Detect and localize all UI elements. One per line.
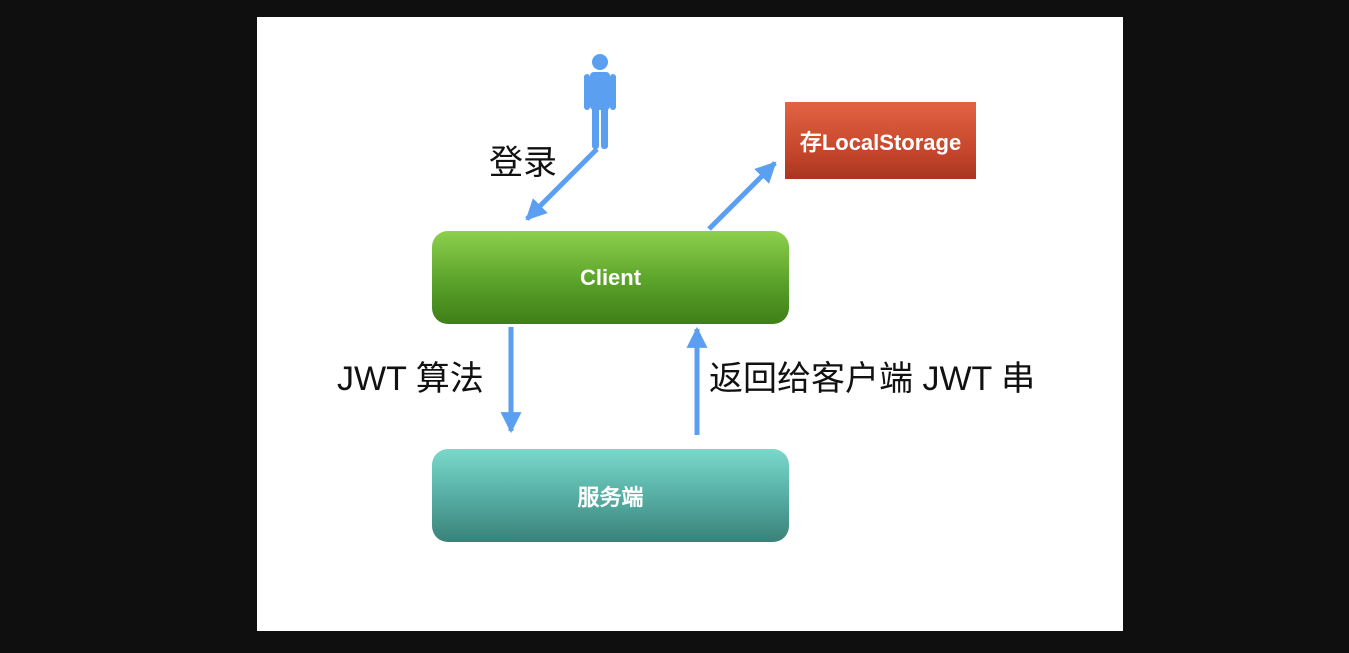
server-node-label: 服务端 (577, 484, 644, 510)
localstorage-node-label: 存LocalStorage (799, 129, 962, 155)
return-jwt-label: 返回给客户端 JWT 串 (709, 360, 1036, 398)
person-icon (584, 54, 616, 149)
store-arrow (707, 161, 777, 231)
diagram-connectors (500, 54, 777, 435)
client-node-label: Client (579, 264, 642, 290)
localstorage-node: 存LocalStorage (785, 102, 976, 179)
client-node: Client (432, 231, 789, 324)
login-label: 登录 (489, 144, 557, 182)
jwt-algorithm-label: JWT 算法 (337, 360, 484, 398)
login-arrow (525, 147, 599, 221)
jwt-flow-diagram: Client 服务端 存LocalStorage 登录 JWT 算法 返回给客户… (257, 17, 1123, 631)
server-node: 服务端 (432, 449, 789, 542)
